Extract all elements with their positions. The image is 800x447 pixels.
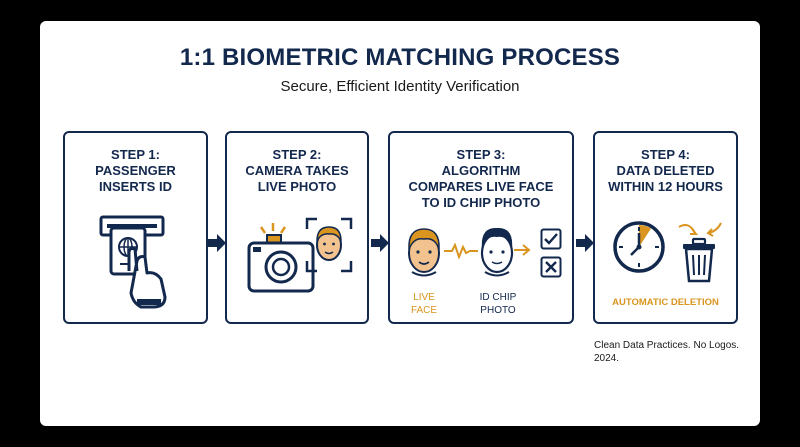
step-1-line-1: PASSENGER <box>95 163 176 178</box>
hand-icon <box>127 247 167 309</box>
chip-photo-label-line-2: PHOTO <box>480 305 516 316</box>
step-2-heading: STEP 2: <box>272 147 322 162</box>
match-wave-icon <box>444 243 478 259</box>
arrow-right-icon <box>208 234 226 252</box>
trash-icon <box>678 222 722 283</box>
step-3-line-2: COMPARES LIVE FACE <box>408 179 554 194</box>
arrow-right-icon <box>514 244 531 256</box>
arrow-right-icon <box>576 234 594 252</box>
page-title: 1:1 BIOMETRIC MATCHING PROCESS <box>179 44 621 71</box>
step-1-panel: STEP 1: PASSENGER INSERTS ID <box>63 131 208 324</box>
check-icon <box>540 228 562 250</box>
footnote: Clean Data Practices. No Logos. 2024. <box>594 339 754 365</box>
step-2-line-1: CAMERA TAKES <box>245 163 349 178</box>
step-3-line-3: TO ID CHIP PHOTO <box>421 195 541 210</box>
step-3-panel: STEP 3: ALGORITHM COMPARES LIVE FACE TO … <box>388 131 574 324</box>
arrow-right-icon <box>371 234 389 252</box>
step-4-line-1: DATA DELETED <box>616 163 715 178</box>
cross-icon <box>540 256 562 278</box>
live-face-label-line-1: LIVE <box>413 292 435 303</box>
automatic-deletion-label: AUTOMATIC DELETION <box>612 297 719 308</box>
step-1-heading: STEP 1: <box>111 147 160 162</box>
step-2-line-2: LIVE PHOTO <box>257 179 337 194</box>
footnote-line-2: 2024. <box>594 353 620 364</box>
step-4-heading: STEP 4: <box>641 147 690 162</box>
live-face-label-line-2: FACE <box>410 305 438 316</box>
step-4-line-2: WITHIN 12 HOURS <box>608 179 723 194</box>
step-3-line-1: ALGORITHM <box>441 163 521 178</box>
chip-photo-face-icon <box>480 227 514 277</box>
footnote-line-1: Clean Data Practices. No Logos. <box>594 340 740 351</box>
step-2-panel: STEP 2: CAMERA TAKES LIVE PHOTO <box>225 131 369 324</box>
face-scan-icon <box>305 217 353 273</box>
camera-icon <box>247 223 315 293</box>
page-subtitle: Secure, Efficient Identity Verification <box>280 78 520 95</box>
chip-photo-label-line-1: ID CHIP <box>479 292 517 303</box>
step-4-panel: STEP 4: DATA DELETED WITHIN 12 HOURS AUT… <box>593 131 738 324</box>
step-1-line-2: INSERTS ID <box>99 179 172 194</box>
step-3-heading: STEP 3: <box>456 147 506 162</box>
live-face-icon <box>408 228 440 277</box>
clock-icon <box>613 221 665 273</box>
